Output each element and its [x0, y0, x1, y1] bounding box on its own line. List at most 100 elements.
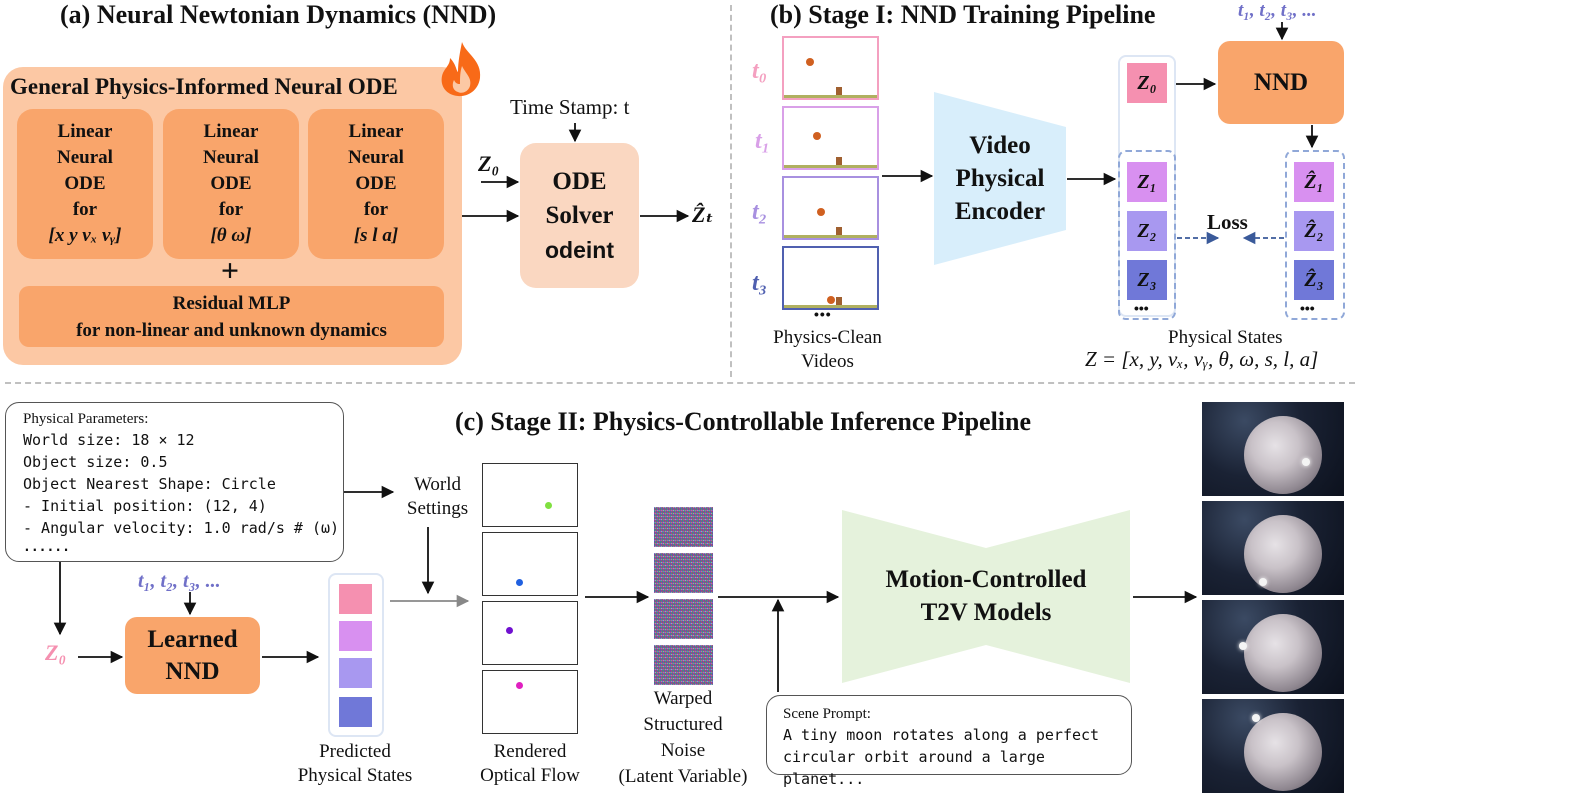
ellipsis: •••: [1134, 300, 1149, 316]
planet-image: [1244, 713, 1322, 791]
ode-box-position: Linear Neural ODE for [x y vₓ vᵧ]: [17, 109, 153, 259]
physical-states-label: Physical States: [1168, 327, 1283, 348]
learned-nnd-box: Learned NND: [125, 617, 260, 694]
video-frame-t3: [782, 246, 879, 310]
ode-box-rotation: Linear Neural ODE for [θ ω]: [163, 109, 299, 259]
ode-line: Linear: [348, 121, 404, 142]
output-video-frame: [1202, 699, 1344, 793]
ode-vars: [x y vₓ vᵧ]: [48, 225, 122, 246]
noise-label: Warped Structured Noise (Latent Variable…: [603, 686, 763, 790]
world-settings-label: World Settings: [395, 473, 480, 521]
time-stamp-label: Time Stamp: t: [510, 95, 630, 119]
prompt-line: A tiny moon rotates along a perfect: [783, 726, 1100, 744]
ode-vars: [s l a]: [353, 225, 399, 246]
optical-flow-frame: [482, 463, 578, 527]
videos-label-line: Physics-Clean: [773, 327, 882, 348]
videos-label-line: Videos: [801, 351, 854, 372]
z0-input-label: Z₀: [478, 151, 500, 176]
ode-solver-box: ODE Solver odeint: [520, 143, 639, 288]
solver-line: Solver: [545, 202, 614, 229]
time-inputs-label: t₁, t₂, t₃, ...: [1238, 0, 1317, 21]
noise-frame: [654, 553, 713, 593]
ball: [806, 58, 814, 66]
planet-image: [1244, 614, 1322, 692]
predicted-states-column: [1285, 150, 1345, 320]
ground-object: [836, 227, 842, 235]
encoder-line: Physical: [955, 165, 1045, 192]
state-z1-hat: Ẑ₁: [1294, 162, 1334, 202]
flow-dot: [516, 579, 523, 586]
scene-prompt-box: Scene Prompt: A tiny moon rotates along …: [766, 695, 1132, 788]
state-z3: Z₃: [1127, 260, 1167, 300]
t2v-line: Motion-Controlled: [885, 566, 1087, 593]
encoder-line: Encoder: [954, 198, 1046, 225]
ball: [813, 132, 821, 140]
physical-parameters-box: Physical Parameters: World size: 18 × 12…: [5, 402, 344, 562]
noise-frame: [654, 507, 713, 547]
flow-dot: [506, 627, 513, 634]
state-z3-hat: Ẑ₃: [1294, 260, 1334, 300]
mlp-line-2: for non-linear and unknown dynamics: [76, 320, 387, 341]
state-z1: Z₁: [1127, 162, 1167, 202]
plus-sign: +: [220, 252, 240, 288]
ode-line: Neural: [348, 147, 404, 168]
noise-label-line: (Latent Variable): [618, 766, 748, 787]
encoded-states-column: [1118, 150, 1176, 320]
flow-label-line: Rendered: [493, 741, 567, 762]
moon-image: [1302, 458, 1310, 466]
output-video-frame: [1202, 402, 1344, 496]
ode-line: for: [363, 199, 389, 220]
frame-floor: [784, 305, 877, 308]
ode-line: Neural: [57, 147, 113, 168]
moon-image: [1259, 578, 1267, 586]
param-line: World size: 18 × 12: [23, 431, 195, 449]
t2v-line: T2V Models: [920, 599, 1052, 626]
planet-image: [1244, 416, 1322, 494]
ode-line: ODE: [210, 173, 252, 194]
video-frame-t1: [782, 106, 879, 170]
param-line: Object Nearest Shape: Circle: [23, 475, 276, 493]
ball: [817, 208, 825, 216]
learned-nnd-line: Learned: [147, 626, 238, 653]
noise-frame: [654, 645, 713, 685]
optical-flow-label: Rendered Optical Flow: [460, 740, 600, 788]
ground-object: [836, 87, 842, 95]
time-label: t₃: [752, 270, 768, 296]
ode-line: Linear: [57, 121, 113, 142]
ball: [827, 296, 835, 304]
optical-flow-frame: [482, 601, 578, 665]
frame-floor: [784, 165, 877, 168]
t2v-model-label: Motion-Controlled T2V Models: [842, 563, 1130, 629]
noise-frame: [654, 599, 713, 639]
neural-ode-title: General Physics-Informed Neural ODE: [10, 74, 398, 99]
ode-box-shape: Linear Neural ODE for [s l a]: [308, 109, 444, 259]
fire-icon: [441, 42, 481, 97]
ground-object: [836, 157, 842, 165]
predicted-label-line: Predicted: [319, 741, 391, 762]
noise-label-line: Warped: [653, 688, 713, 709]
panel-a-title: (a) Neural Newtonian Dynamics (NND): [60, 0, 497, 29]
prompt-heading: Scene Prompt:: [783, 706, 871, 722]
predicted-state: [339, 584, 372, 614]
frame-floor: [784, 235, 877, 238]
z0-input-label: Z₀: [45, 640, 67, 665]
optical-flow-frame: [482, 532, 578, 596]
video-frame-t0: [782, 36, 879, 100]
params-heading: Physical Parameters:: [23, 411, 149, 427]
output-video-frame: [1202, 600, 1344, 694]
ellipsis: •••: [814, 306, 832, 322]
state-z2-hat: Ẑ₂: [1294, 211, 1334, 251]
loss-label: Loss: [1207, 210, 1248, 234]
ode-vars: [θ ω]: [210, 225, 252, 246]
predicted-state: [339, 697, 372, 727]
world-settings-line: World: [413, 474, 462, 495]
ode-line: ODE: [64, 173, 106, 194]
ground-object: [836, 297, 842, 305]
time-label: t₁: [755, 128, 771, 154]
mlp-line-1: Residual MLP: [172, 293, 291, 314]
ode-line: for: [72, 199, 98, 220]
optical-flow-frame: [482, 670, 578, 734]
state-z0: Z₀: [1127, 63, 1167, 103]
param-line: - Initial position: (12, 4): [23, 497, 267, 515]
